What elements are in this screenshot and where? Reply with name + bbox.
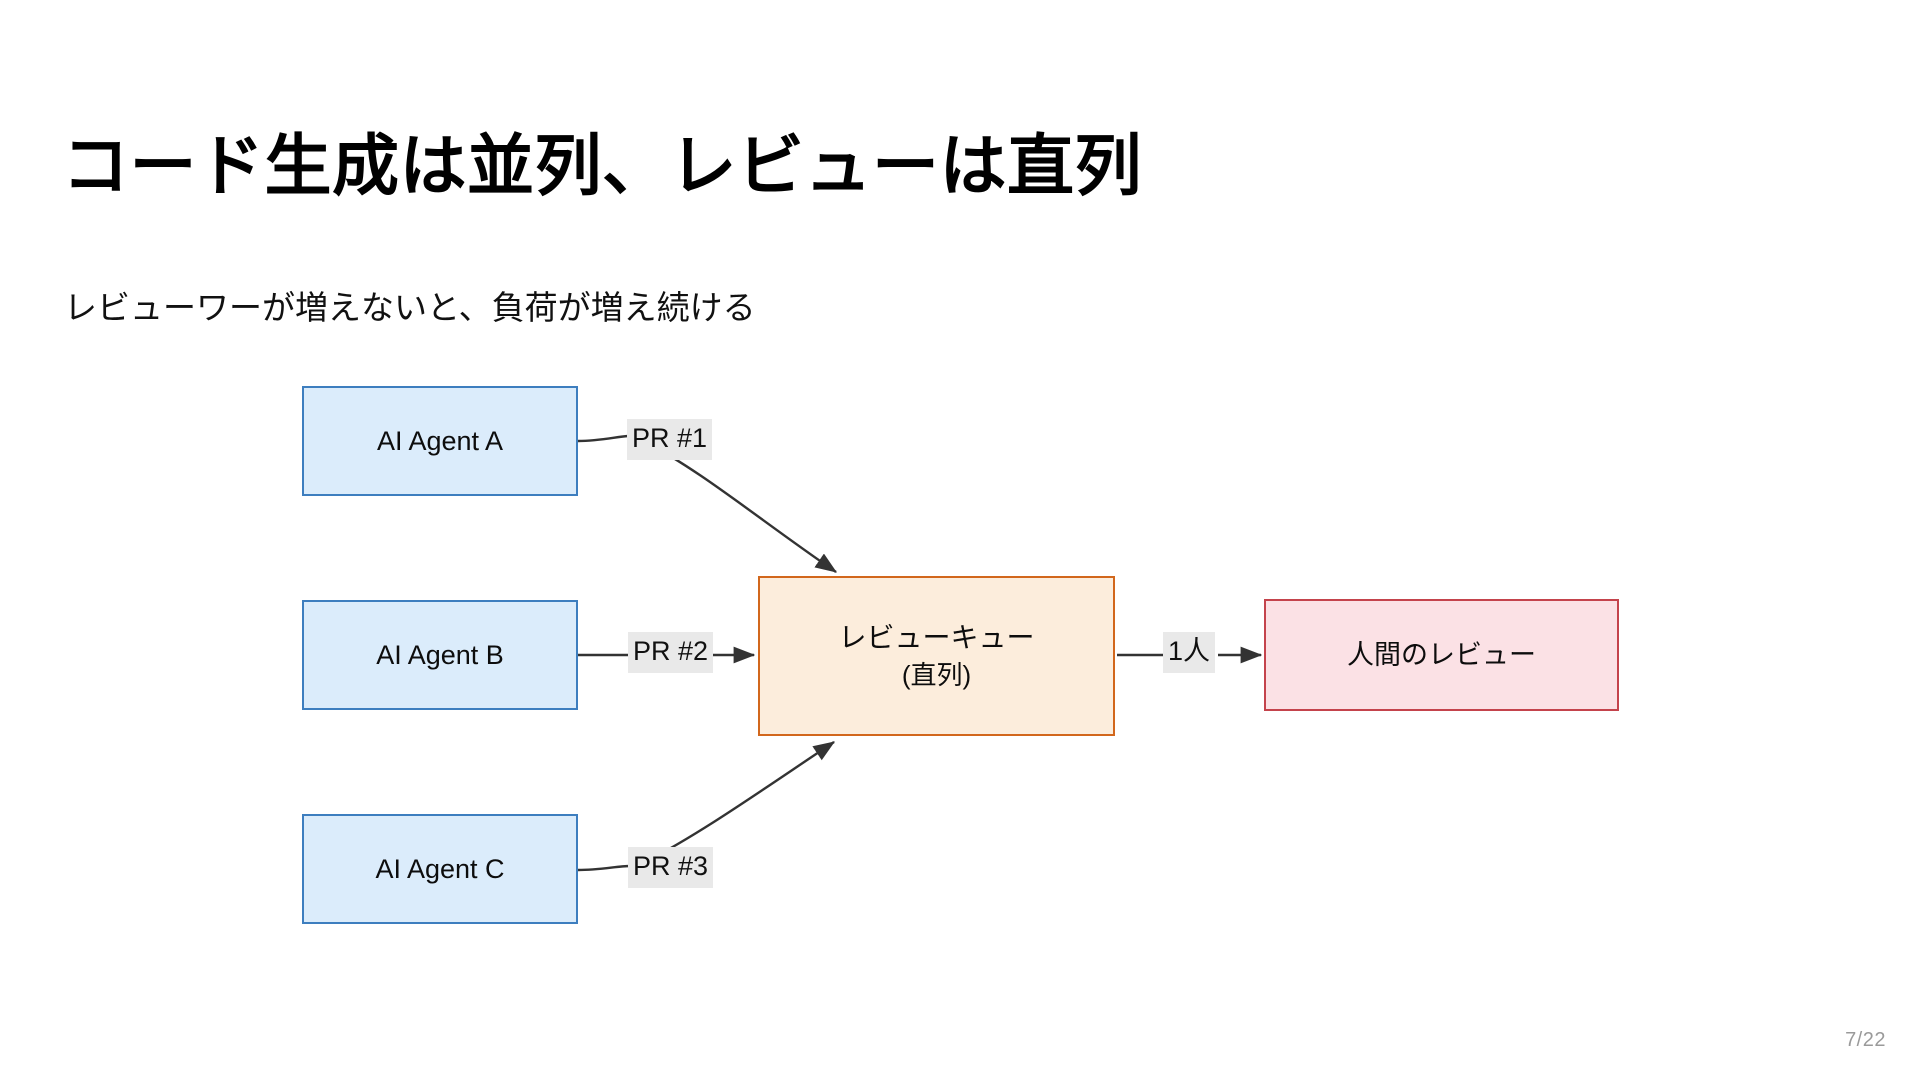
node-agent-b-label: AI Agent B — [376, 639, 504, 670]
node-review-queue-sublabel: (直列) — [901, 660, 972, 691]
node-review-queue[interactable]: レビューキュー (直列) — [758, 576, 1115, 736]
node-agent-a[interactable]: AI Agent A — [302, 386, 578, 496]
edge-label-pr2: PR #2 — [628, 632, 714, 673]
node-agent-b[interactable]: AI Agent B — [302, 600, 578, 710]
edge-path-pr3-to-queue — [644, 741, 835, 864]
node-review-queue-label: レビューキュー — [838, 621, 1035, 653]
node-agent-c[interactable]: AI Agent C — [302, 814, 578, 924]
page-title: コード生成は並列、レビューは直列 — [62, 129, 1142, 204]
node-human-review-label: 人間のレビュー — [1347, 639, 1536, 670]
edge-label-pr1: PR #1 — [627, 419, 713, 460]
page-subtitle: レビューワーが増えないと、負荷が増え続ける — [64, 289, 756, 326]
page-number: 7/22 — [1845, 1029, 1886, 1051]
node-agent-a-label: AI Agent A — [376, 425, 504, 456]
edge-path-agent-c-stub — [577, 864, 631, 872]
edge-label-pr3: PR #3 — [628, 847, 714, 888]
node-agent-c-label: AI Agent C — [375, 853, 505, 884]
edge-path-agent-a-stub — [577, 434, 629, 443]
node-human-review[interactable]: 人間のレビュー — [1264, 599, 1619, 711]
edge-label-one-person: 1人 — [1163, 632, 1216, 673]
edge-path-pr1-to-queue — [644, 440, 837, 573]
